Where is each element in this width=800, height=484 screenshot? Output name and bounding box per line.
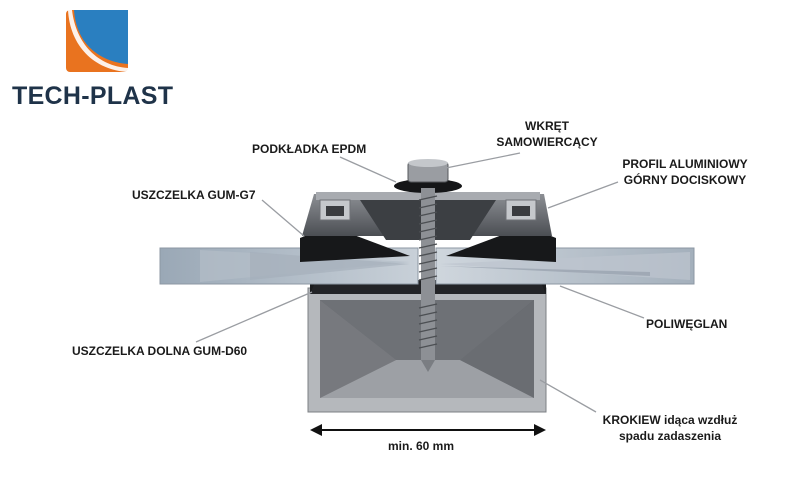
label-top-profile-line1: PROFIL ALUMINIOWY [622, 157, 748, 171]
label-screw-line2: SAMOWIERCĄCY [496, 135, 598, 149]
label-rafter-line1: KROKIEW idąca wzdłuż [602, 413, 738, 427]
label-top-profile-line2: GÓRNY DOCISKOWY [623, 173, 747, 187]
dimension-arrow [310, 424, 546, 436]
leader-lines [195, 152, 645, 413]
label-polycarbonate: POLIWĘGLAN [646, 317, 728, 331]
tech-plast-logo [66, 10, 128, 72]
label-epdm-washer: PODKŁADKA EPDM [252, 142, 367, 156]
screw-head [407, 159, 449, 183]
logo-blue-curve [74, 10, 128, 64]
label-bottom-gasket: USZCZELKA DOLNA GUM-D60 [72, 344, 248, 358]
label-dimension: min. 60 mm [388, 439, 455, 453]
logo-white-arc [68, 10, 128, 72]
logo-text: TECH-PLAST [12, 82, 174, 110]
label-screw-line1: WKRĘT [525, 119, 569, 133]
label-rafter-line2: spadu zadaszenia [618, 429, 722, 443]
label-top-gasket: USZCZELKA GUM-G7 [132, 188, 256, 202]
label-top-profile: PROFIL ALUMINIOWY GÓRNY DOCISKOWY [610, 156, 760, 188]
label-rafter: KROKIEW idąca wzdłuż spadu zadaszenia [590, 412, 750, 444]
label-screw: WKRĘT SAMOWIERCĄCY [484, 118, 610, 150]
screw-threads [418, 195, 438, 349]
